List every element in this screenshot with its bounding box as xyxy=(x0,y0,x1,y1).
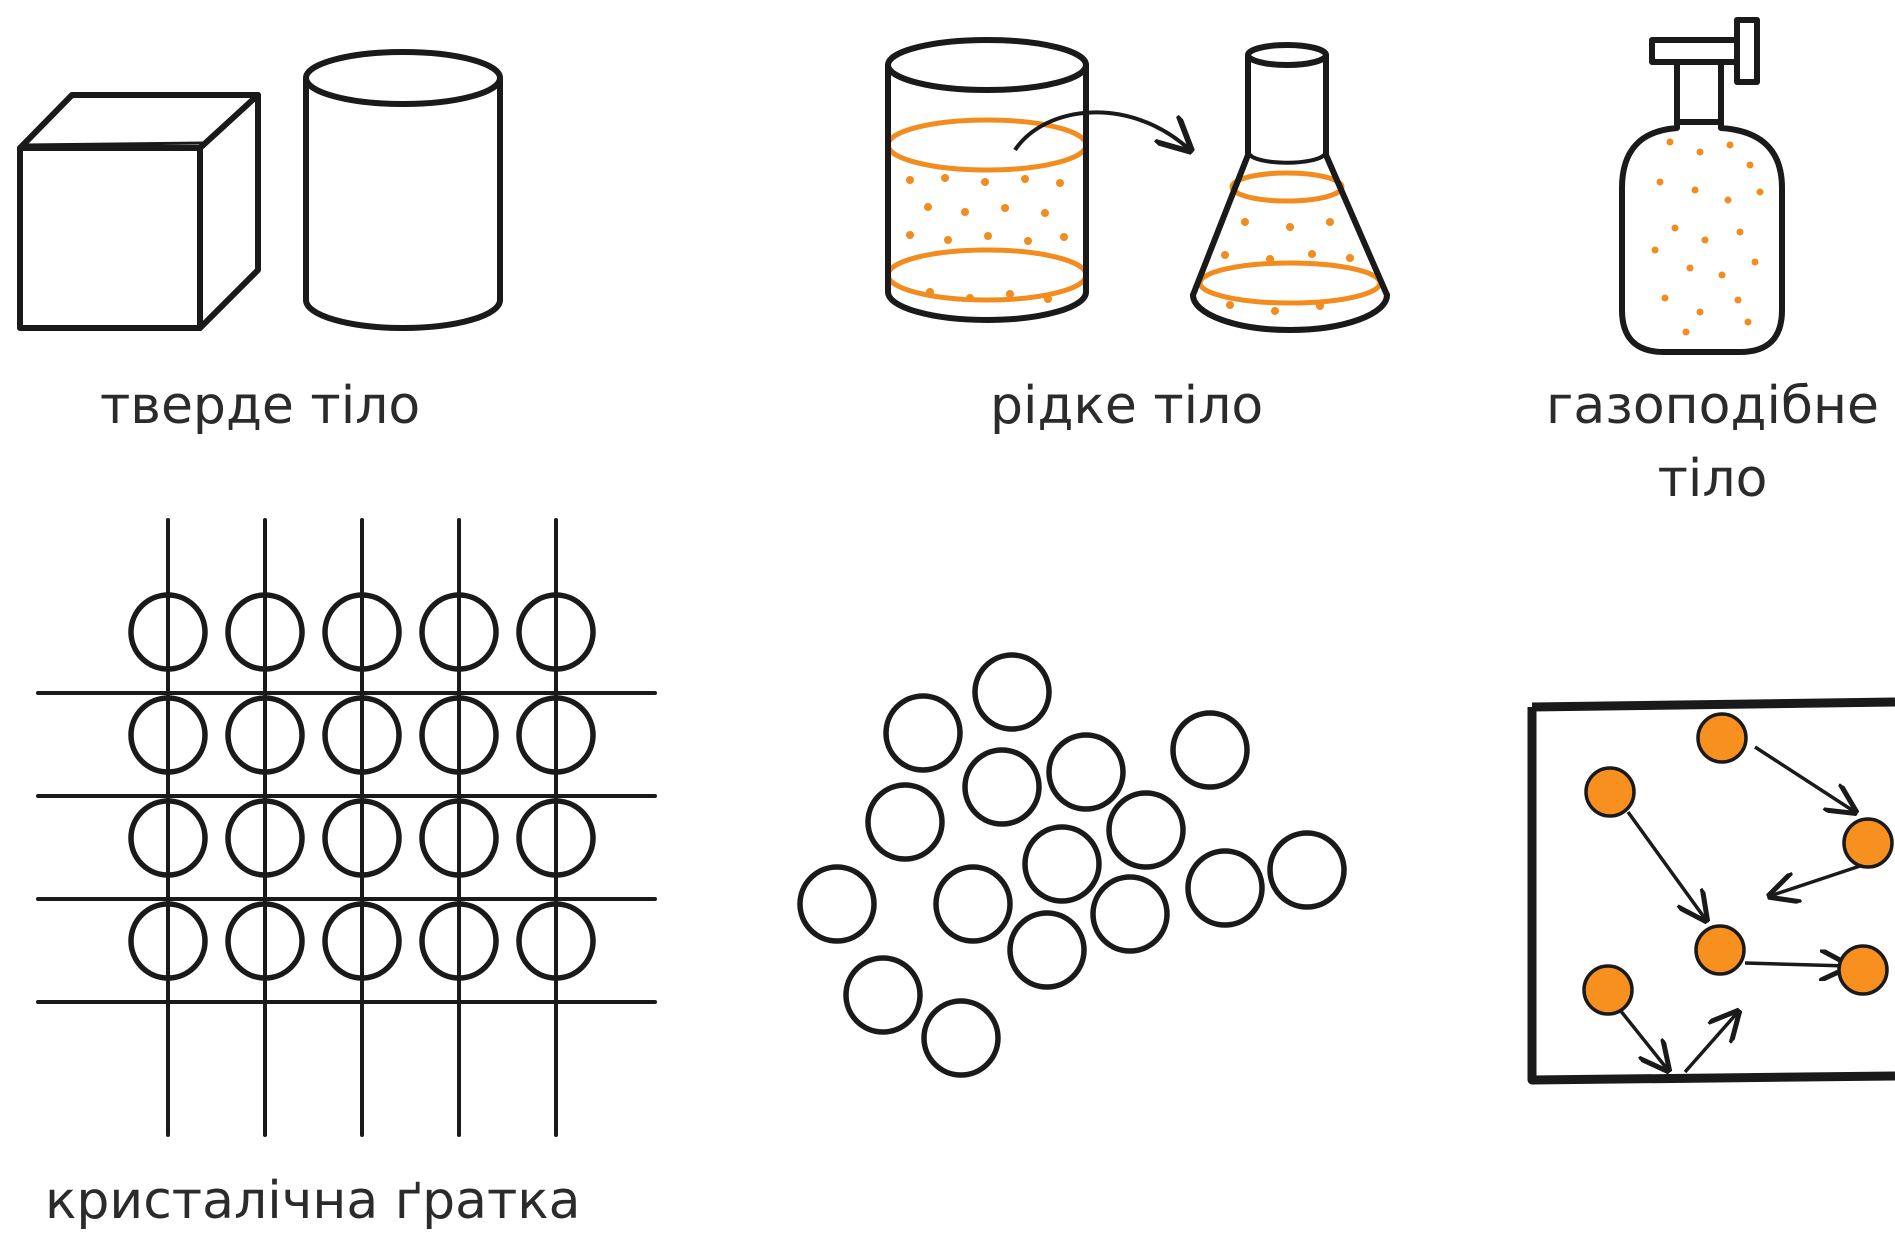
flask-with-liquid-icon xyxy=(1190,42,1390,333)
pour-arrow-icon xyxy=(1013,110,1190,150)
beaker-with-liquid-icon xyxy=(885,37,1089,323)
crystal-lattice-diagram xyxy=(36,518,657,1137)
gas-body-label-line1: газоподібне xyxy=(1546,376,1879,436)
liquid-particles-diagram xyxy=(797,652,1347,1078)
solid-body-label: тверде тіло xyxy=(100,376,421,436)
liquid-body-label: рідке тіло xyxy=(990,376,1264,436)
gas-particles-diagram xyxy=(1527,697,1895,1085)
cube-icon xyxy=(17,92,261,331)
cylinder-icon xyxy=(303,49,503,331)
gas-bottle-icon xyxy=(1619,17,1785,355)
gas-body-label-line2: тіло xyxy=(1657,449,1768,509)
crystal-lattice-label: кристалічна ґратка xyxy=(45,1171,581,1231)
